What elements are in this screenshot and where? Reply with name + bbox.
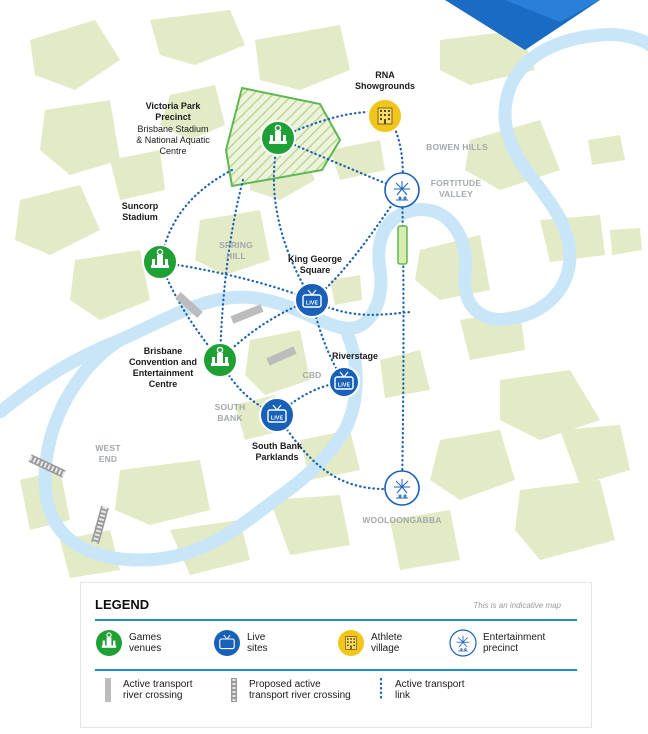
legend-label-transport-link: Active transport link bbox=[395, 679, 465, 701]
crossing-bar-icon bbox=[105, 678, 111, 702]
live-site-riverstage-marker[interactable]: LIVE bbox=[328, 366, 360, 398]
games-venue-convention-centre-marker[interactable] bbox=[202, 342, 238, 378]
suburb-bowen-hills: BOWEN HILLS bbox=[426, 142, 488, 152]
legend-item-live-sites: Live sites bbox=[213, 629, 268, 657]
stadium-icon bbox=[96, 630, 122, 656]
brisbane-river-lower bbox=[38, 321, 363, 567]
legend-title: LEGEND bbox=[95, 597, 150, 612]
legend-label-live-sites: Live sites bbox=[247, 632, 268, 654]
suburb-cbd: CBD bbox=[302, 370, 322, 380]
entertainment-precinct-fortitude-valley-marker[interactable] bbox=[384, 172, 420, 208]
legend-item-entertainment-precinct: Entertainment precinct bbox=[449, 629, 545, 657]
legend-divider-top bbox=[95, 619, 577, 621]
suburb-spring-hill: SPRING HILL bbox=[219, 240, 253, 261]
legend-item-proposed-crossing: Proposed active transport river crossing bbox=[229, 677, 351, 703]
label-riverstage: Riverstage bbox=[331, 351, 379, 361]
label-rna-showgrounds: RNA Showgrounds bbox=[355, 70, 415, 91]
label-king-george-square: King George Square bbox=[287, 254, 342, 275]
entertainment-precinct-woolloongabba-marker[interactable] bbox=[384, 470, 420, 506]
legend-item-transport-link: Active transport link bbox=[377, 677, 464, 703]
legend-panel: LEGEND This is an indicative map Games v… bbox=[80, 582, 592, 728]
legend-label-athlete-village: Athlete village bbox=[371, 632, 403, 654]
label-convention-centre: Brisbane Convention and Entertainment Ce… bbox=[129, 346, 197, 389]
live-badge-text: LIVE bbox=[338, 383, 351, 389]
live-badge-text: LIVE bbox=[271, 416, 284, 422]
label-south-bank-parklands: South Bank Parklands bbox=[251, 441, 302, 462]
corner-banner-highlight bbox=[505, 0, 600, 22]
suburb-west-end: WEST END bbox=[95, 443, 121, 464]
legend-item-athlete-village: Athlete village bbox=[337, 629, 402, 657]
label-victoria-park: Victoria Park Precinct bbox=[145, 101, 201, 122]
legend-label-proposed-crossing: Proposed active transport river crossing bbox=[249, 679, 351, 701]
building-icon bbox=[338, 630, 364, 656]
proposed-crossing-bar-icon bbox=[231, 678, 237, 702]
legend-note: This is an indicative map bbox=[473, 601, 561, 610]
games-venue-suncorp-marker[interactable] bbox=[142, 244, 178, 280]
proposed-river-crossings bbox=[28, 454, 109, 545]
legend-item-games-venues: Games venues bbox=[95, 629, 161, 657]
live-badge-text: LIVE bbox=[306, 301, 319, 307]
live-site-king-george-square-marker[interactable]: LIVE bbox=[294, 282, 330, 318]
active-river-crossings bbox=[175, 292, 297, 366]
label-suncorp-stadium: Suncorp Stadium bbox=[121, 201, 159, 222]
legend-divider-mid bbox=[95, 669, 577, 671]
brisbane-river bbox=[0, 28, 648, 419]
legend-label-entertainment-precinct: Entertainment precinct bbox=[483, 632, 546, 654]
live-tv-icon bbox=[214, 630, 240, 656]
legend-label-games-venues: Games venues bbox=[129, 632, 162, 654]
dotted-link-icon bbox=[379, 677, 383, 703]
athlete-village-rna-marker[interactable] bbox=[367, 98, 403, 134]
fireworks-icon bbox=[449, 629, 477, 657]
suburb-woolloongabba: WOOLOONGABBA bbox=[362, 515, 442, 525]
legend-item-active-crossing: Active transport river crossing bbox=[103, 677, 192, 703]
suburb-south-bank: SOUTH BANK bbox=[214, 402, 246, 423]
label-victoria-park-desc: Brisbane Stadium & National Aquatic Cent… bbox=[136, 124, 210, 156]
suburb-fortitude-valley: FORTITUDE VALLEY bbox=[430, 178, 482, 199]
story-bridge-marker bbox=[397, 225, 408, 265]
legend-label-active-crossing: Active transport river crossing bbox=[123, 679, 193, 701]
live-site-south-bank-marker[interactable]: LIVE bbox=[259, 397, 295, 433]
games-venue-victoria-park-marker[interactable] bbox=[260, 120, 296, 156]
